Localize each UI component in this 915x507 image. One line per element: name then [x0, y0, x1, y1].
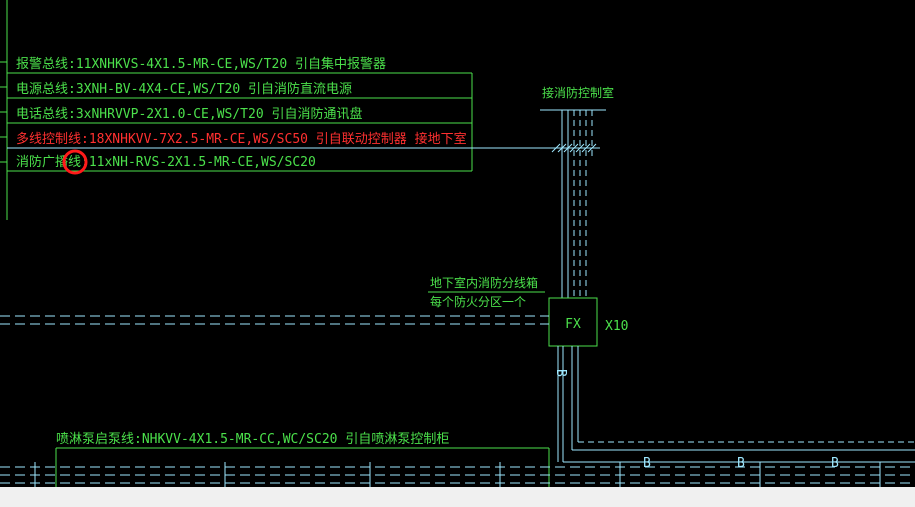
left-ticks [0, 61, 7, 163]
annotation-line-2: 每个防火分区一个 [430, 294, 526, 309]
bus-marker-1: B [643, 456, 651, 471]
floor-dashed-lines [0, 315, 549, 325]
fx-box-label: FX [565, 317, 581, 332]
fx-multiplier: X10 [605, 319, 628, 334]
bottom-floor-lines [0, 466, 915, 484]
control-room-label: 接消防控制室 [542, 85, 614, 100]
bus-marker-vertical: B [553, 369, 568, 377]
highlight-circle-icon [62, 149, 88, 175]
annotation-line-1: 地下室内消防分线箱 [430, 275, 538, 290]
status-bar [0, 487, 915, 507]
riser-bundle [561, 110, 593, 298]
cable-text-power: 电源总线:3XNH-BV-4X4-CE,WS/T20 引自消防直流电源 [16, 81, 352, 97]
cable-text-broadcast: 消防广播线:11xNH-RVS-2X1.5-MR-CE,WS/SC20 [16, 154, 316, 170]
cable-text-control: 多线控制线:18XNHKVV-7X2.5-MR-CE,WS/SC50 引自联动控… [16, 131, 467, 147]
riser-cross-ticks [551, 143, 597, 153]
bus-lines-right [563, 441, 915, 463]
fx-box [548, 297, 598, 347]
cable-text-alarm: 报警总线:11XNHKVS-4X1.5-MR-CE,WS/T20 引自集中报警器 [16, 56, 386, 72]
bottom-vertical-ticks [34, 462, 881, 487]
fx-down-lines [557, 346, 579, 462]
bus-marker-3: B [831, 456, 839, 471]
bus-marker-2: B [737, 456, 745, 471]
pump-line-text: 喷淋泵启泵线:NHKVV-4X1.5-MR-CC,WC/SC20 引自喷淋泵控制… [56, 432, 449, 447]
cable-text-phone: 电话总线:3xNHRVVP-2X1.0-CE,WS/T20 引自消防通讯盘 [16, 106, 363, 122]
